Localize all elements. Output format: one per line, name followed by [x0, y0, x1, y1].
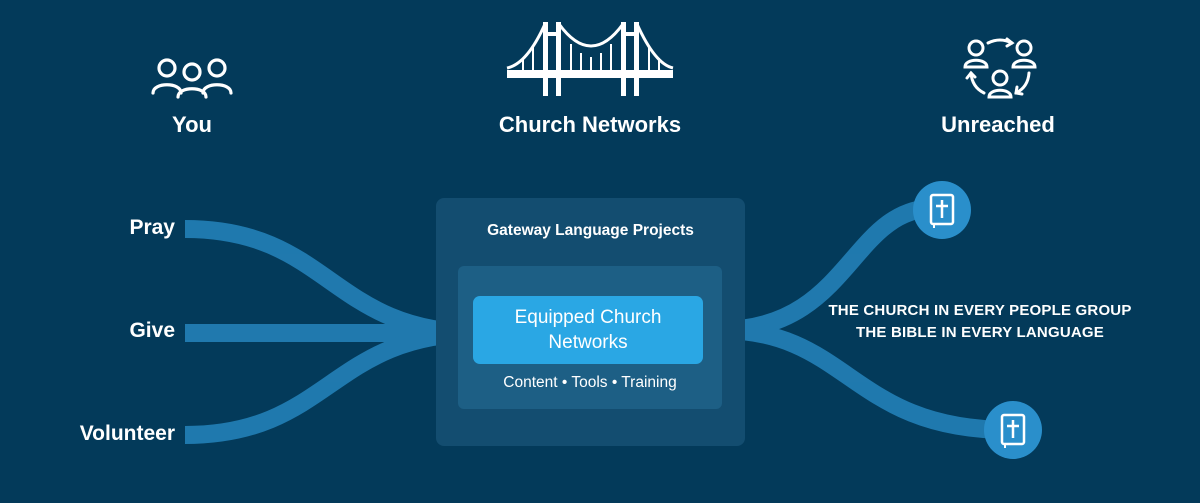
action-volunteer: Volunteer	[79, 422, 175, 445]
content-tools-training: Content • Tools • Training	[503, 374, 677, 391]
bible-icon	[913, 181, 971, 239]
outcome-church-every-people: THE CHURCH IN EVERY PEOPLE GROUP	[828, 302, 1132, 319]
bridge-icon	[506, 22, 674, 96]
people-cycle-icon	[963, 37, 1037, 99]
equipped-church-networks-box: Equipped Church Networks	[473, 296, 703, 364]
gateway-projects-title: Gateway Language Projects	[487, 222, 694, 239]
outcome-bible-every-language: THE BIBLE IN EVERY LANGUAGE	[856, 324, 1104, 341]
column-title-unreached: Unreached	[941, 112, 1055, 137]
stream-to-bottom-bible	[719, 321, 1011, 439]
action-pray: Pray	[129, 216, 175, 239]
people-group-icon	[151, 58, 233, 99]
stream-to-top-bible	[719, 199, 936, 339]
stream-volunteer	[184, 324, 481, 444]
column-title-church-networks: Church Networks	[498, 112, 682, 137]
action-give: Give	[129, 319, 175, 342]
equipped-church-networks-label: Equipped Church Networks	[514, 307, 662, 353]
bible-icon	[984, 401, 1042, 459]
column-title-you: You	[172, 112, 212, 137]
